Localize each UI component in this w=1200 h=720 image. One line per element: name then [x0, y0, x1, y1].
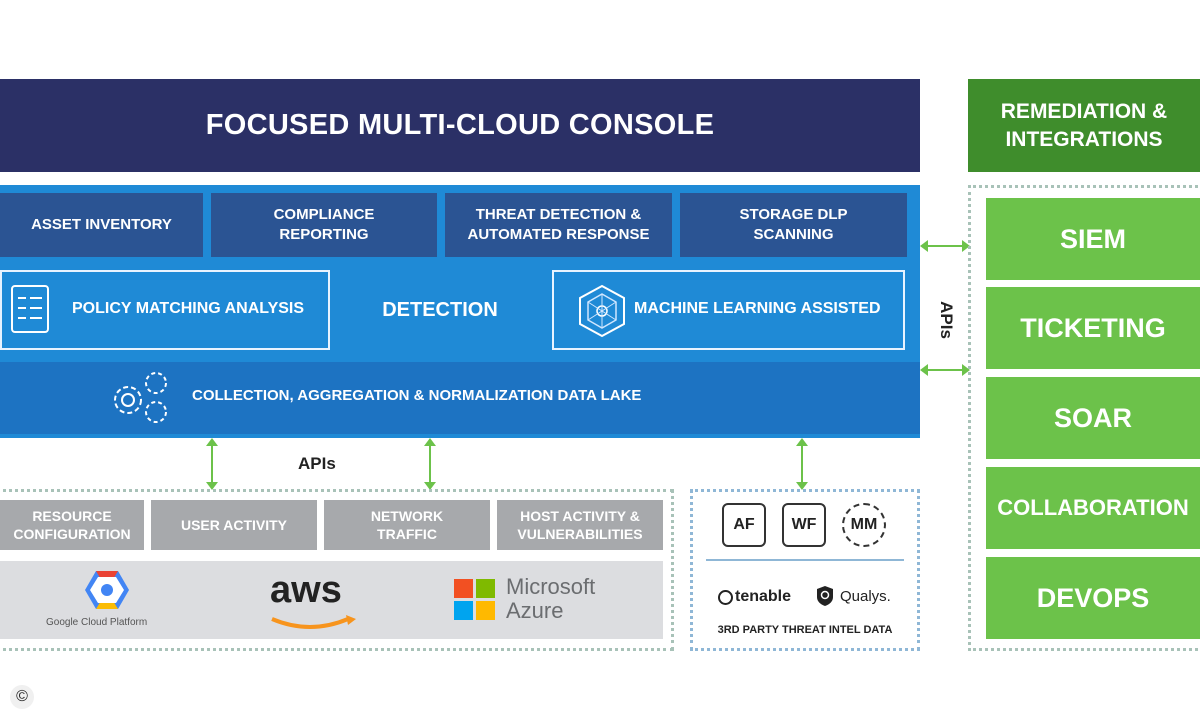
- qualys-shield-icon: [817, 586, 833, 606]
- remediation-ticketing: TICKETING: [986, 287, 1200, 369]
- right-api-arrows: [920, 240, 970, 376]
- remediation-title: REMEDIATION & INTEGRATIONS: [968, 79, 1200, 172]
- source-user-activity: USER ACTIVITY: [151, 500, 317, 550]
- detection-label: DETECTION: [382, 298, 498, 321]
- google-cloud-label: Google Cloud Platform: [46, 617, 148, 628]
- policy-matching-box: POLICY MATCHING ANALYSIS: [0, 270, 330, 350]
- policy-matching-label: POLICY MATCHING ANALYSIS: [72, 300, 305, 317]
- capability-asset-inventory: ASSET INVENTORY: [0, 193, 203, 257]
- gears-icon: [114, 372, 167, 423]
- qualys-logo: Qualys.: [816, 585, 891, 607]
- cloud-providers-row: Google Cloud Platform aws Microsoft Azur…: [0, 561, 663, 639]
- threat-intel-area: [690, 489, 920, 651]
- wf-badge: WF: [782, 503, 826, 547]
- threat-intel-caption: 3RD PARTY THREAT INTEL DATA: [717, 624, 893, 636]
- apis-label-right: APIs: [937, 301, 956, 339]
- source-network-traffic: NETWORK TRAFFIC: [324, 500, 490, 550]
- policy-document-icon: [11, 285, 49, 333]
- copyright-icon: ©: [10, 685, 34, 709]
- apis-label-bottom: APIs: [298, 454, 336, 473]
- remediation-collaboration: COLLABORATION: [986, 467, 1200, 549]
- microsoft-logo: [454, 579, 495, 620]
- threat-intel-divider: [706, 559, 904, 561]
- bottom-api-arrows: [206, 438, 808, 490]
- aws-logo: aws: [270, 569, 342, 611]
- data-lake-label: COLLECTION, AGGREGATION & NORMALIZATION …: [192, 387, 642, 404]
- source-resource-configuration: RESOURCE CONFIGURATION: [0, 500, 144, 550]
- mm-badge: MM: [842, 503, 886, 547]
- capability-threat-detection: THREAT DETECTION & AUTOMATED RESPONSE: [445, 193, 672, 257]
- aws-smile-icon: [271, 615, 356, 629]
- tenable-logo: tenable: [718, 588, 791, 606]
- data-lake-bar: COLLECTION, AGGREGATION & NORMALIZATION …: [0, 362, 920, 434]
- remediation-area: [968, 185, 1200, 651]
- remediation-soar: SOAR: [986, 377, 1200, 459]
- capability-storage-dlp: STORAGE DLP SCANNING: [680, 193, 907, 257]
- console-title: FOCUSED MULTI-CLOUD CONSOLE: [0, 79, 920, 172]
- machine-learning-box: MACHINE LEARNING ASSISTED: [552, 270, 905, 350]
- google-cloud-logo: [85, 571, 129, 609]
- capability-compliance-reporting: COMPLIANCE REPORTING: [211, 193, 437, 257]
- source-host-activity: HOST ACTIVITY & VULNERABILITIES: [497, 500, 663, 550]
- machine-learning-label: MACHINE LEARNING ASSISTED: [634, 300, 881, 317]
- remediation-devops: DEVOPS: [986, 557, 1200, 639]
- remediation-siem: SIEM: [986, 198, 1200, 280]
- af-badge: AF: [722, 503, 766, 547]
- tenable-ring-icon: [718, 589, 733, 605]
- neural-network-icon: [579, 284, 625, 338]
- microsoft-azure-label: Microsoft Azure: [506, 574, 596, 623]
- data-sources-area: [0, 489, 674, 651]
